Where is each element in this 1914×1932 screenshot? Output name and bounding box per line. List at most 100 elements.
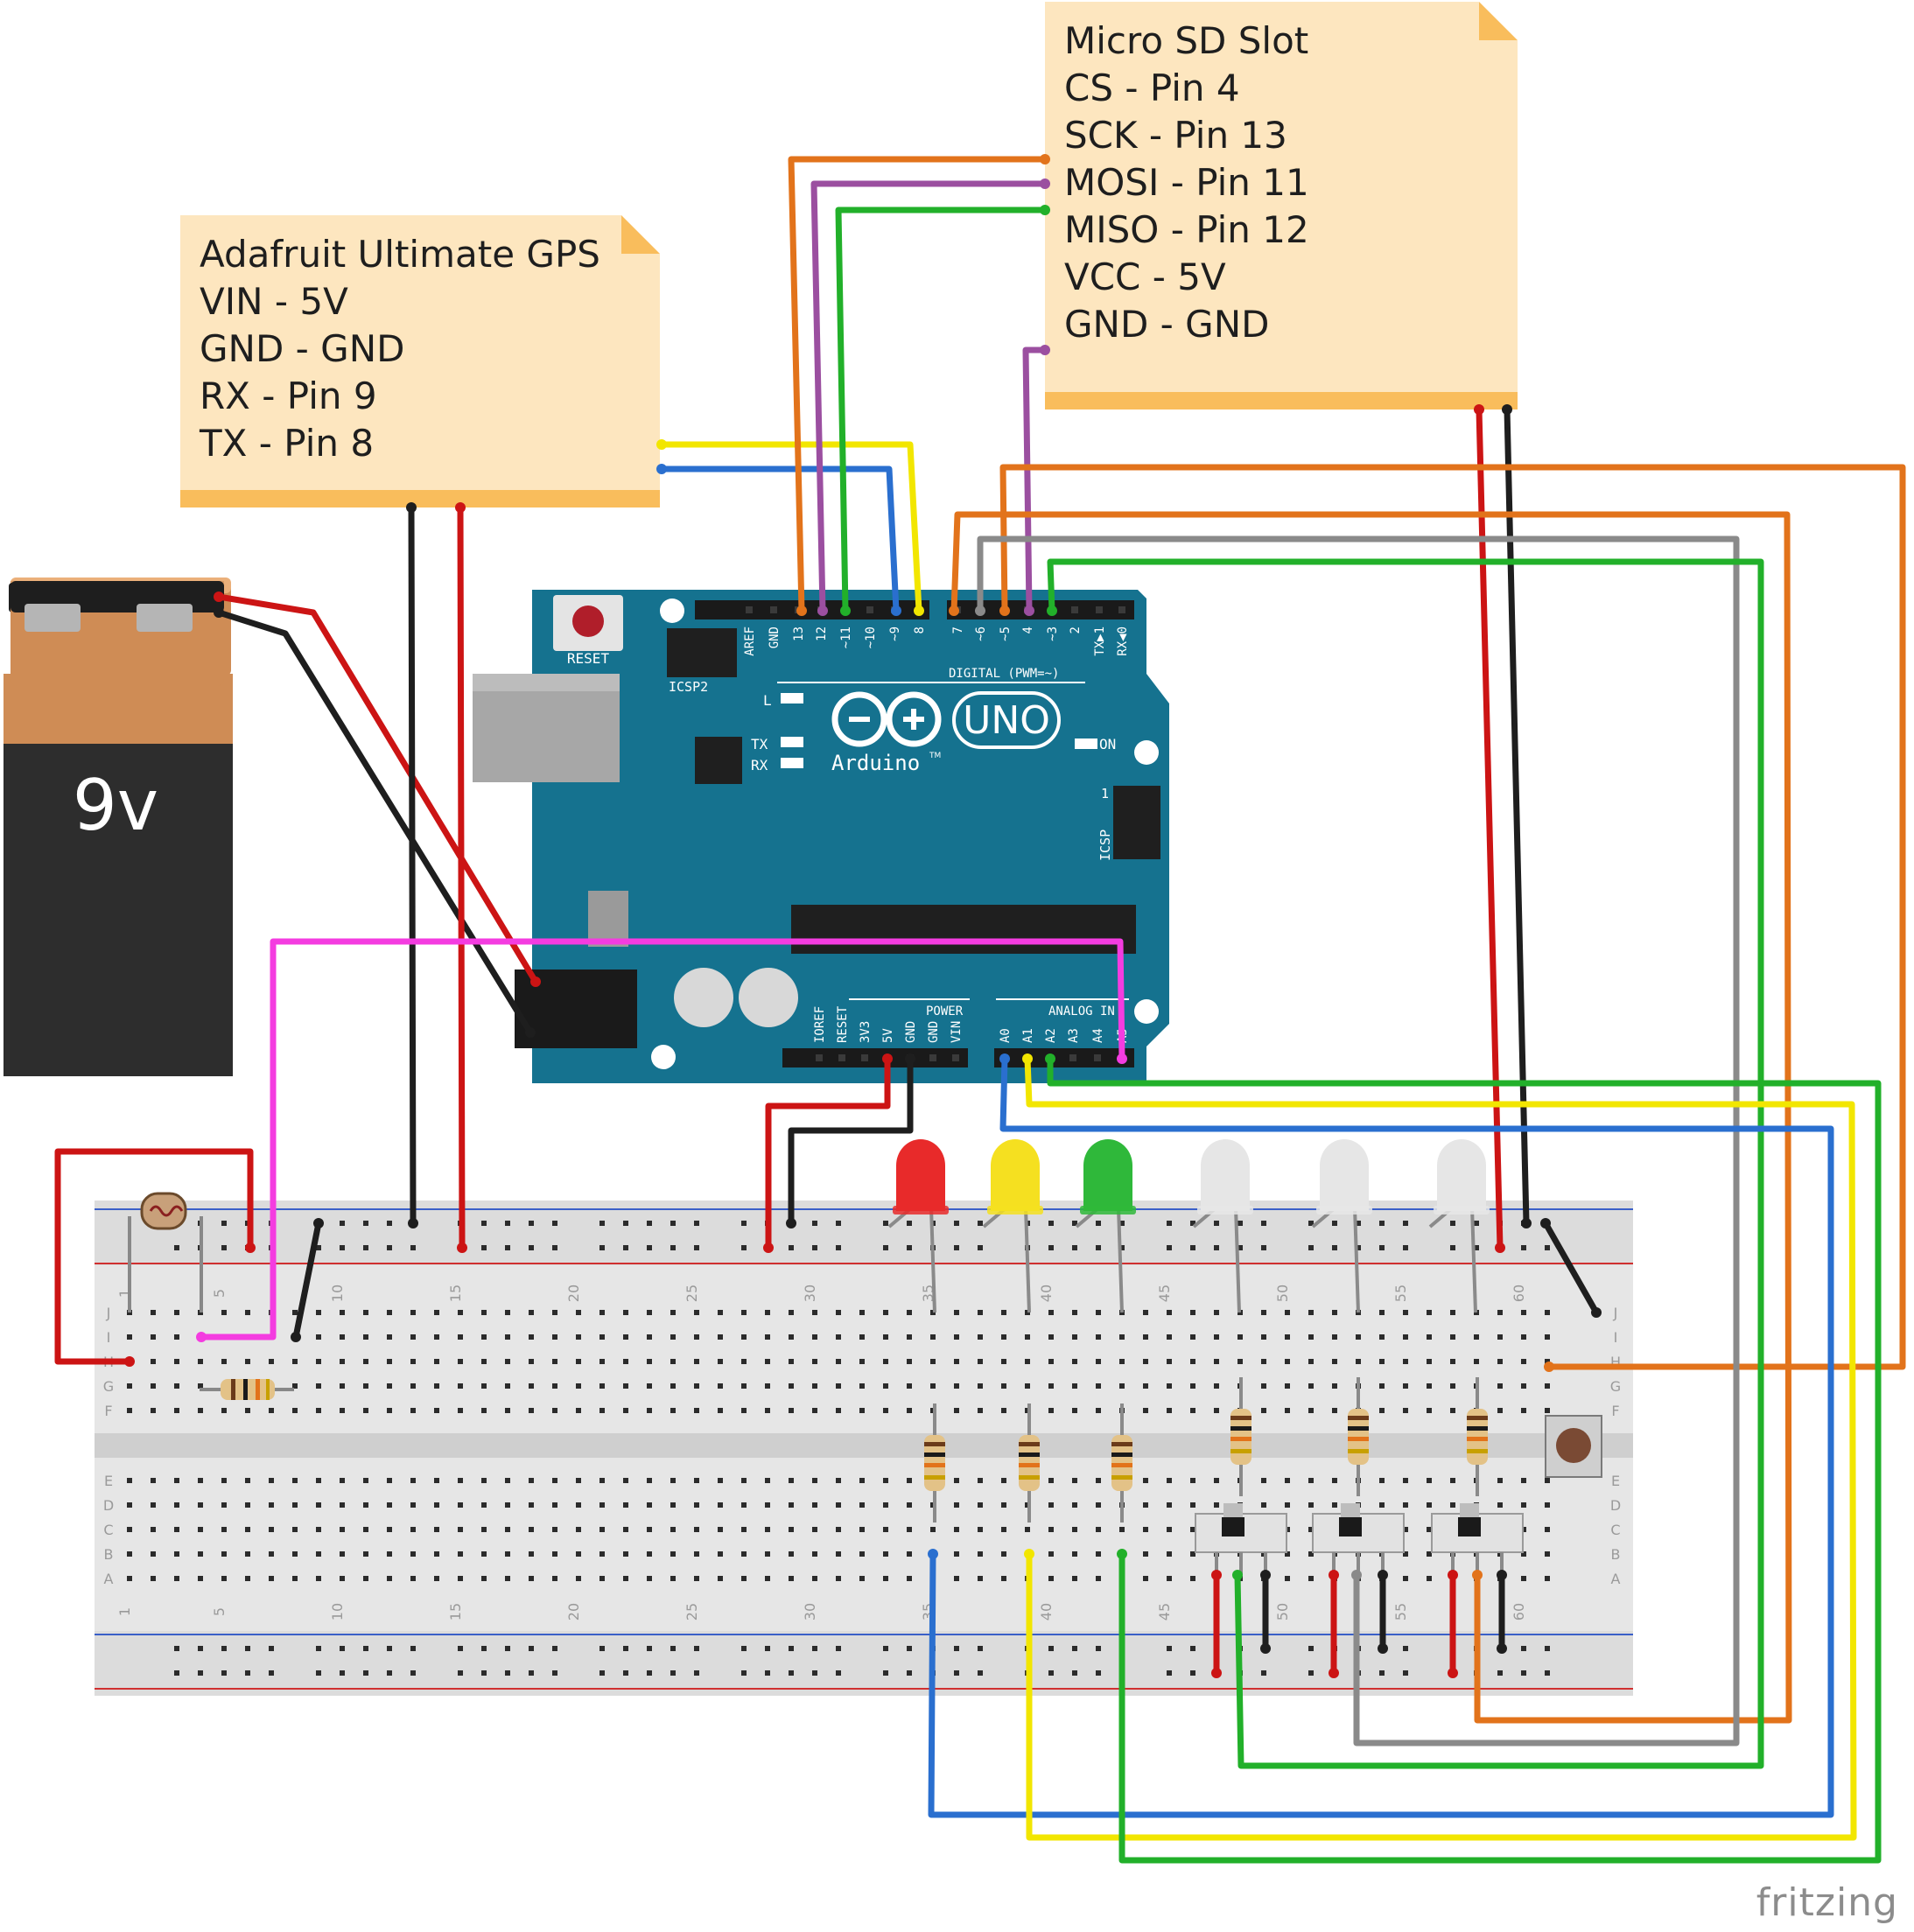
breadboard-hole	[1332, 1359, 1337, 1364]
led-leg	[1234, 1207, 1241, 1313]
breadboard-hole	[1450, 1478, 1455, 1483]
rail-hole	[363, 1221, 368, 1226]
analog-header	[994, 1048, 1134, 1068]
wire-end	[1211, 1570, 1222, 1580]
wire-end	[408, 1218, 418, 1228]
rail-hole	[1261, 1221, 1266, 1226]
breadboard-hole	[552, 1527, 557, 1532]
rail-hole	[741, 1245, 747, 1250]
breadboard-hole	[1379, 1359, 1385, 1364]
rail-hole	[1521, 1245, 1526, 1250]
rail-hole	[670, 1221, 676, 1226]
column-number: 40	[1038, 1603, 1055, 1620]
led-leg	[1024, 1207, 1031, 1313]
breadboard-hole	[670, 1527, 676, 1532]
pushbutton-cap[interactable]	[1556, 1428, 1591, 1463]
wire-end	[245, 1242, 256, 1253]
breadboard-hole	[1545, 1478, 1550, 1483]
resistor-band	[1019, 1452, 1040, 1457]
breadboard-hole	[1261, 1478, 1266, 1483]
breadboard-hole	[836, 1527, 841, 1532]
power-pin-label: GND	[904, 1021, 918, 1043]
breadboard-hole	[576, 1576, 581, 1581]
breadboard-hole	[127, 1502, 132, 1508]
rail-hole	[647, 1221, 652, 1226]
breadboard-hole	[434, 1551, 439, 1557]
breadboard-hole	[245, 1408, 250, 1413]
breadboard-hole	[529, 1576, 534, 1581]
rail-hole	[387, 1221, 392, 1226]
breadboard-hole	[907, 1334, 912, 1340]
rail-hole	[1545, 1245, 1550, 1250]
header-pin	[1094, 1054, 1101, 1061]
atmega16u2-chip	[695, 737, 742, 784]
column-number: 45	[1156, 1603, 1173, 1620]
wire-end	[1329, 1570, 1339, 1580]
resistor-band	[1348, 1426, 1369, 1431]
breadboard-hole	[505, 1527, 510, 1532]
mount-hole	[1134, 740, 1159, 765]
breadboard-hole	[1143, 1383, 1148, 1389]
rail-hole	[907, 1245, 912, 1250]
row-letter: G	[1610, 1378, 1621, 1395]
rail-hole	[1190, 1670, 1195, 1676]
breadboard-hole	[1308, 1478, 1314, 1483]
breadboard-hole	[647, 1551, 652, 1557]
rail-hole	[812, 1245, 817, 1250]
wire-end	[796, 606, 807, 616]
breadboard-hole	[1025, 1527, 1030, 1532]
rail-hole	[623, 1670, 628, 1676]
breadboard-hole	[245, 1478, 250, 1483]
breadboard-hole	[1096, 1359, 1101, 1364]
column-number: 1	[116, 1289, 133, 1298]
breadboard-hole	[458, 1478, 463, 1483]
breadboard-hole	[1025, 1359, 1030, 1364]
breadboard-hole	[434, 1478, 439, 1483]
breadboard-hole	[1427, 1478, 1432, 1483]
rail-hole	[316, 1646, 321, 1651]
breadboard-hole	[741, 1527, 747, 1532]
rail-hole	[481, 1245, 487, 1250]
breadboard-hole	[978, 1310, 983, 1315]
digital-pin-label: 2	[1069, 626, 1083, 634]
breadboard-hole	[1072, 1502, 1077, 1508]
breadboard-hole	[576, 1334, 581, 1340]
breadboard-hole	[670, 1310, 676, 1315]
pushbutton[interactable]	[1545, 1415, 1602, 1478]
breadboard-hole	[978, 1383, 983, 1389]
digital-pin-label: 4	[1021, 626, 1035, 634]
breadboard-hole	[1308, 1502, 1314, 1508]
rail-hole	[1403, 1670, 1408, 1676]
breadboard-hole	[836, 1310, 841, 1315]
rail-hole	[599, 1245, 605, 1250]
breadboard-hole	[694, 1383, 699, 1389]
breadboard-hole	[599, 1383, 605, 1389]
wire-end	[313, 1218, 324, 1228]
breadboard-hole	[174, 1527, 179, 1532]
breadboard-hole	[387, 1334, 392, 1340]
breadboard-hole	[363, 1527, 368, 1532]
resistor-band	[924, 1463, 945, 1467]
rail-hole	[1308, 1245, 1314, 1250]
resistor-band	[1467, 1416, 1488, 1420]
breadboard-hole	[340, 1383, 345, 1389]
breadboard-hole	[340, 1576, 345, 1581]
breadboard-hole	[410, 1310, 416, 1315]
column-number: 25	[684, 1284, 700, 1302]
breadboard-hole	[410, 1478, 416, 1483]
gps-note-title: Adafruit Ultimate GPS	[200, 233, 600, 276]
breadboard-hole	[930, 1383, 936, 1389]
breadboard-hole	[1308, 1408, 1314, 1413]
breadboard-hole	[1308, 1334, 1314, 1340]
battery-red-lead	[215, 593, 539, 985]
breadboard-hole	[505, 1576, 510, 1581]
breadboard-hole	[836, 1502, 841, 1508]
reset-button-cap[interactable]	[572, 606, 604, 637]
led-rim	[1197, 1206, 1253, 1214]
breadboard-hole	[789, 1478, 794, 1483]
gps-note-line-vin: VIN - 5V	[200, 280, 348, 323]
breadboard-hole	[859, 1527, 865, 1532]
wire-end	[1502, 404, 1512, 415]
breadboard-hole	[269, 1551, 274, 1557]
